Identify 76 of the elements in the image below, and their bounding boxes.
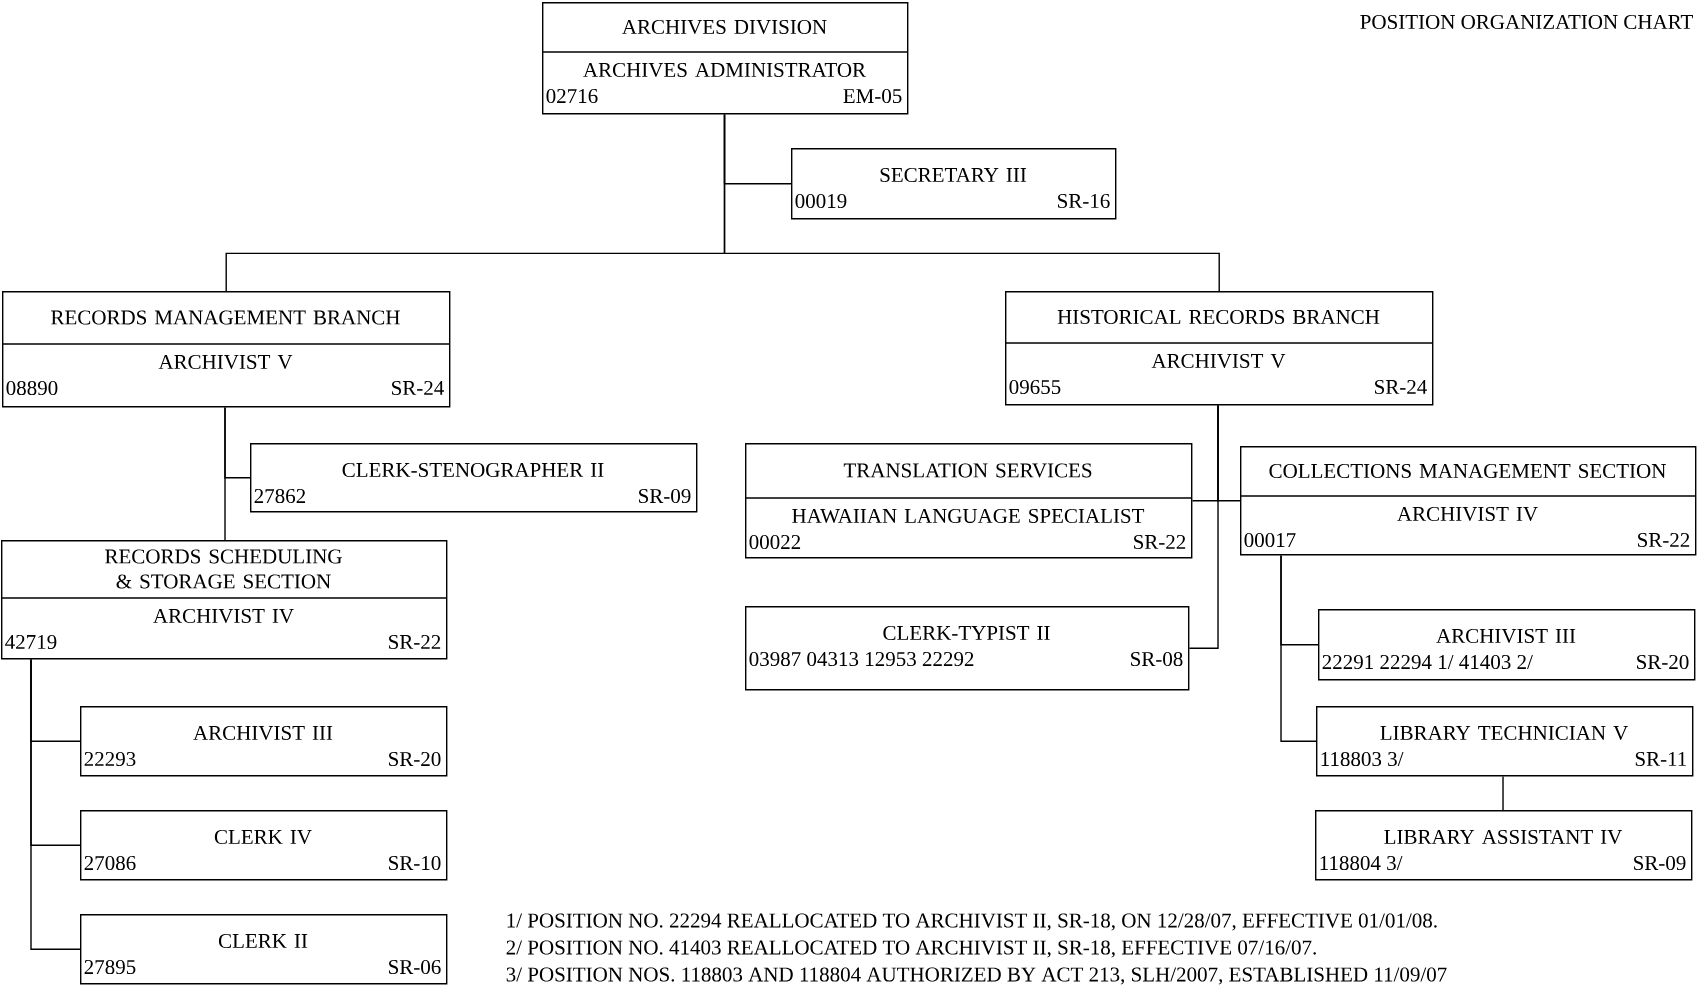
connector-line <box>30 658 81 950</box>
position-box <box>1239 446 1697 556</box>
position-title: CLERK-STENOGRAPHER II <box>342 462 604 478</box>
unit-heading: RECORDS SCHEDULING & STORAGE SECTION <box>105 549 342 589</box>
pay-grade: SR-09 <box>1634 855 1686 871</box>
position-box <box>745 606 1190 691</box>
position-number: 22293 <box>84 751 136 767</box>
connector-line <box>1188 404 1219 649</box>
unit-heading: HISTORICAL RECORDS BRANCH <box>1057 309 1380 325</box>
position-title: SECRETARY III <box>880 167 1027 183</box>
position-title: LIBRARY ASSISTANT IV <box>1384 829 1623 845</box>
position-number: 22291 22294 1/ 41403 2/ <box>1322 654 1533 670</box>
position-number: 27895 <box>84 959 136 975</box>
pay-grade: SR-20 <box>1637 654 1689 670</box>
pay-grade: SR-22 <box>1638 532 1690 548</box>
position-title: ARCHIVIST IV <box>153 608 294 624</box>
pay-grade: SR-20 <box>389 751 441 767</box>
position-box <box>541 2 909 115</box>
position-title: CLERK IV <box>214 829 312 845</box>
unit-heading: ARCHIVES DIVISION <box>622 19 827 35</box>
position-number: 00022 <box>749 534 801 550</box>
pay-grade: SR-06 <box>389 959 441 975</box>
pay-grade: SR-10 <box>389 855 441 871</box>
position-title: ARCHIVIST IV <box>1397 506 1538 522</box>
position-box <box>1318 609 1696 681</box>
pay-grade: SR-11 <box>1635 751 1687 767</box>
position-number: 118804 3/ <box>1320 855 1403 871</box>
position-box <box>250 443 698 513</box>
position-box <box>1004 291 1434 406</box>
position-title: LIBRARY TECHNICIAN V <box>1380 725 1628 741</box>
position-box <box>1315 810 1693 881</box>
footnote: 1/ POSITION NO. 22294 REALLOCATED TO ARCHIVIST II, SR-18, ON 12/28/07, EFFECTIVE 01/01/08. <box>507 913 1437 931</box>
position-number: 27862 <box>254 488 306 504</box>
connector-line <box>1280 554 1317 742</box>
position-title: ARCHIVIST III <box>1436 628 1576 644</box>
pay-grade: EM-05 <box>843 88 902 104</box>
position-box <box>80 810 448 881</box>
pay-grade: SR-09 <box>639 488 691 504</box>
position-box <box>791 148 1117 220</box>
connector-line <box>1502 775 1504 811</box>
pay-grade: SR-16 <box>1058 193 1110 209</box>
pay-grade: SR-08 <box>1131 651 1183 667</box>
position-number: 08890 <box>6 380 58 396</box>
position-box <box>1316 706 1694 777</box>
position-number: 27086 <box>84 855 136 871</box>
footnote: 2/ POSITION NO. 41403 REALLOCATED TO ARCHIVIST II, SR-18, EFFECTIVE 07/16/07. <box>506 940 1316 958</box>
position-title: ARCHIVIST III <box>193 725 333 741</box>
position-box <box>1 291 451 408</box>
position-title: ARCHIVES ADMINISTRATOR <box>583 62 866 78</box>
unit-heading: RECORDS MANAGEMENT BRANCH <box>51 310 400 325</box>
position-number: 00017 <box>1244 532 1296 548</box>
position-number: 09655 <box>1009 379 1061 395</box>
connector-line <box>224 406 226 541</box>
position-number: 118803 3/ <box>1321 751 1404 767</box>
position-box <box>80 706 448 777</box>
position-number: 42719 <box>5 634 57 650</box>
position-box <box>744 443 1193 559</box>
chart-title: POSITION ORGANIZATION CHART <box>1360 14 1693 30</box>
connector-line <box>723 113 1220 292</box>
position-number: 00019 <box>795 193 847 209</box>
pay-grade: SR-22 <box>1134 534 1186 550</box>
position-title: ARCHIVIST V <box>158 354 293 370</box>
footnote: 3/ POSITION NOS. 118803 AND 118804 AUTHORIZED BY ACT 213, SLH/2007, ESTABLISHED 11/09/07 <box>506 967 1447 985</box>
position-title: CLERK-TYPIST II <box>883 625 1050 641</box>
pay-grade: SR-24 <box>1375 379 1427 395</box>
position-title: CLERK II <box>218 933 308 949</box>
position-title: ARCHIVIST V <box>1151 353 1286 369</box>
position-title: HAWAIIAN LANGUAGE SPECIALIST <box>792 508 1145 524</box>
position-number: 02716 <box>546 88 598 104</box>
position-box <box>80 914 448 985</box>
position-box <box>0 540 448 660</box>
position-number: 03987 04313 12953 22292 <box>749 651 974 667</box>
unit-heading: COLLECTIONS MANAGEMENT SECTION <box>1269 463 1666 479</box>
unit-heading: TRANSLATION SERVICES <box>843 463 1092 478</box>
pay-grade: SR-24 <box>392 380 444 396</box>
pay-grade: SR-22 <box>389 634 441 650</box>
